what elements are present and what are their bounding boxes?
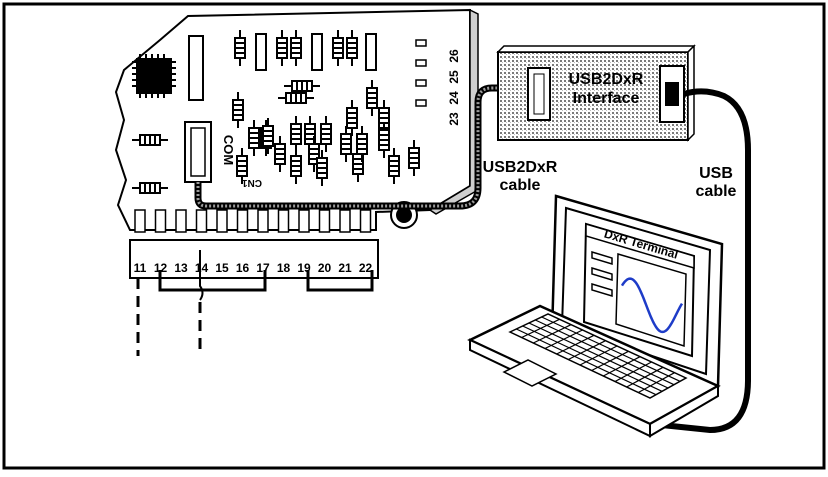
resistor-icon	[378, 122, 390, 158]
resistor-icon	[290, 148, 302, 184]
terminal-screw-slot	[257, 209, 269, 233]
resistor-icon	[236, 148, 248, 184]
resistor-icon	[290, 30, 302, 66]
sine-wave-trace	[620, 277, 684, 334]
resistor-icon	[346, 100, 358, 136]
resistor-icon	[340, 126, 352, 162]
terminal-screw-slot	[298, 209, 310, 233]
resistor-icon	[262, 118, 274, 154]
dxr-terminal-window: DxR Terminal	[582, 222, 696, 358]
terminal-25: 25	[447, 70, 461, 84]
terminal-24: 24	[447, 91, 461, 105]
terminal-23: 23	[447, 112, 461, 126]
resistor-group	[132, 30, 420, 194]
usb2dxr-interface-box: USB2DxR Interface	[496, 44, 696, 142]
resistor-icon	[388, 148, 400, 184]
waveform-panel	[615, 253, 687, 348]
resistor-icon	[284, 80, 320, 92]
terminal-number: 18	[277, 261, 291, 275]
outer-frame	[2, 2, 826, 470]
usb-cable-label-line1: USB	[699, 165, 733, 182]
resistor-icon	[366, 80, 378, 116]
terminal-number: 12	[154, 261, 168, 275]
external-dashed-wires	[136, 278, 202, 356]
cn1-marking: CN1	[242, 177, 262, 188]
resistor-icon	[290, 116, 302, 152]
terminal-screw-slot	[318, 209, 331, 233]
terminal-number: 11	[134, 261, 147, 275]
resistor-icon	[332, 30, 344, 66]
com-label: COM	[221, 135, 236, 165]
resistor-icon	[356, 126, 368, 162]
terminal-number: 17	[256, 261, 270, 275]
terminal-screw-slot	[359, 209, 372, 233]
terminal-screw-slot	[154, 209, 167, 233]
terminal-screw-slot	[195, 209, 208, 233]
resistor-icon	[248, 120, 260, 156]
terminal-number: 22	[359, 261, 373, 275]
resistor-icon	[320, 116, 332, 152]
resistor-icon	[408, 140, 420, 176]
terminal-screw-slot	[175, 209, 187, 233]
terminal-screw-slot	[236, 209, 249, 233]
microchip-icon	[132, 54, 176, 98]
resistor-icon	[234, 30, 246, 66]
terminal-number: 15	[215, 261, 229, 275]
resistor-icon	[308, 136, 320, 172]
interface-label-line2: Interface	[573, 90, 640, 107]
resistor-icon	[278, 92, 314, 104]
resistor-icon	[316, 150, 328, 186]
terminal-number: 14	[195, 261, 209, 275]
right-terminal-column: 26 25 24 23	[447, 49, 461, 126]
terminal-screw-slot	[339, 209, 351, 233]
usb-cable	[651, 88, 751, 434]
cross-wire	[199, 250, 204, 301]
terminal-number: 13	[174, 261, 188, 275]
resistor-icon	[132, 182, 168, 194]
resistor-icon	[232, 92, 244, 128]
resistor-icon	[132, 134, 168, 146]
resistor-icon	[274, 136, 286, 172]
terminal-field-boxes	[591, 250, 613, 298]
capacitor-blocks	[188, 33, 377, 101]
touchpad	[502, 359, 558, 387]
terminal-number: 21	[338, 261, 352, 275]
terminal-26: 26	[447, 49, 461, 63]
interface-label-line1: USB2DxR	[569, 71, 644, 88]
usb2dxr-cable-label-line2: cable	[500, 177, 541, 194]
terminal-screw-slot	[277, 209, 290, 233]
terminal-screw-slot	[216, 209, 228, 233]
resistor-icon	[276, 30, 288, 66]
terminal-number: 16	[236, 261, 250, 275]
jumper-wires	[158, 270, 374, 292]
com-port-connector: COM	[184, 121, 236, 183]
usb2dxr-cable-label-line1: USB2DxR	[483, 159, 558, 176]
terminal-screw-slot	[134, 209, 146, 233]
usb-cable-label-line2: cable	[696, 183, 737, 200]
pad-group	[415, 39, 427, 107]
terminal-number: 20	[318, 261, 332, 275]
resistor-icon	[346, 30, 358, 66]
